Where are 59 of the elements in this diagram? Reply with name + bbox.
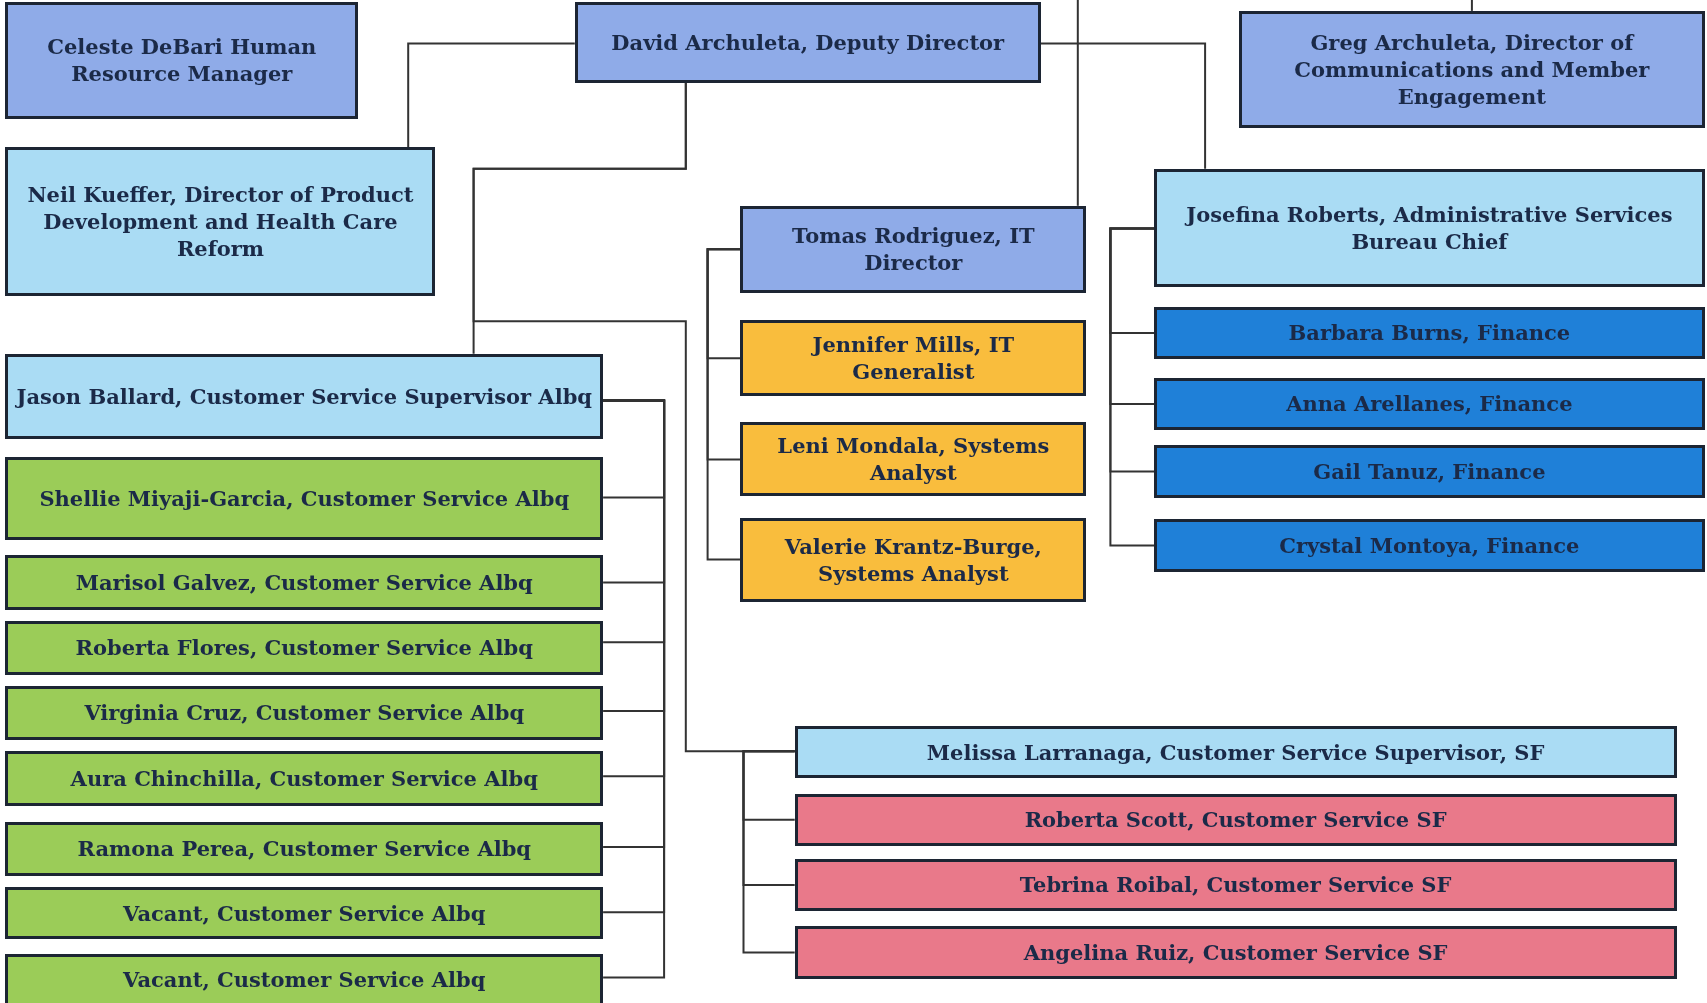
position-label: Celeste DeBari Human Resource Manager [46, 33, 318, 88]
position-label: Jason Ballard, Customer Service Supervisor Albq [16, 382, 592, 410]
position-box [5, 620, 604, 675]
position-box [5, 887, 604, 940]
position-label: Tebrina Roibal, Customer Service SF [1019, 871, 1452, 899]
position-box [794, 926, 1677, 979]
position-label: Angelina Ruiz, Customer Service SF [1023, 938, 1448, 967]
position-box [574, 2, 1041, 83]
position-box [1153, 168, 1705, 288]
position-box [794, 726, 1677, 779]
position-box [740, 205, 1087, 293]
position-box [5, 821, 604, 877]
connector-line [1109, 227, 1155, 547]
position-label: Leni Mondala, Systems Analyst [776, 432, 1051, 487]
position-label: Virginia Cruz, Customer Service Albq [84, 699, 525, 727]
position-label: Anna Arellanes, Finance [1286, 390, 1573, 418]
position-label: Shellie Miyaji-Garcia, Customer Service Albq [39, 484, 570, 513]
position-box [1153, 377, 1705, 430]
position-label: Jennifer Mills, IT Generalist [810, 330, 1016, 386]
position-label: Ramona Perea, Customer Service Albq [77, 835, 532, 863]
position-box [1153, 307, 1705, 360]
position-label: Crystal Montoya, Finance [1279, 531, 1580, 560]
position-box [740, 422, 1087, 497]
connector-line [1076, 0, 1079, 207]
position-box [5, 751, 604, 806]
position-box [1153, 519, 1705, 572]
position-label: Roberta Flores, Customer Service Albq [75, 634, 533, 662]
position-box [5, 555, 604, 610]
position-box [5, 146, 436, 297]
position-label: Josefina Roberts, Administrative Services Bureau Chief [1183, 200, 1674, 256]
connector-line [706, 248, 742, 561]
position-label: Vacant, Customer Service Albq [123, 966, 486, 994]
position-box [740, 518, 1087, 602]
connector-line [407, 42, 576, 148]
position-box [794, 793, 1677, 846]
position-box [740, 320, 1087, 397]
position-label: Greg Archuleta, Director of Communications and Member Engagement [1293, 28, 1651, 111]
position-label: Marisol Galvez, Customer Service Albq [75, 568, 533, 597]
position-label: Tomas Rodriguez, IT Director [791, 222, 1036, 277]
position-label: Aura Chinchilla, Customer Service Albq [70, 764, 538, 792]
position-label: Neil Kueffer, Director of Product Development and Health Care Reform [26, 180, 415, 263]
position-label: Barbara Burns, Finance [1288, 319, 1571, 347]
position-box [5, 353, 604, 439]
position-box [5, 953, 604, 1003]
connector-line [1470, 0, 1473, 12]
position-box [5, 685, 604, 741]
connector-line [742, 750, 796, 954]
position-label: Roberta Scott, Customer Service SF [1024, 806, 1447, 834]
connector-line [1039, 42, 1207, 170]
position-box [1153, 445, 1705, 498]
position-label: Gail Tanuz, Finance [1313, 457, 1546, 485]
position-box [1238, 10, 1705, 129]
position-label: David Archuleta, Deputy Director [611, 28, 1005, 57]
position-label: Vacant, Customer Service Albq [123, 899, 486, 927]
position-box [5, 457, 604, 540]
position-label: Valerie Krantz-Burge, Systems Analyst [783, 532, 1043, 588]
position-box [794, 858, 1677, 912]
position-box [5, 2, 359, 119]
position-label: Melissa Larranaga, Customer Service Supervisor, SF [926, 738, 1545, 766]
